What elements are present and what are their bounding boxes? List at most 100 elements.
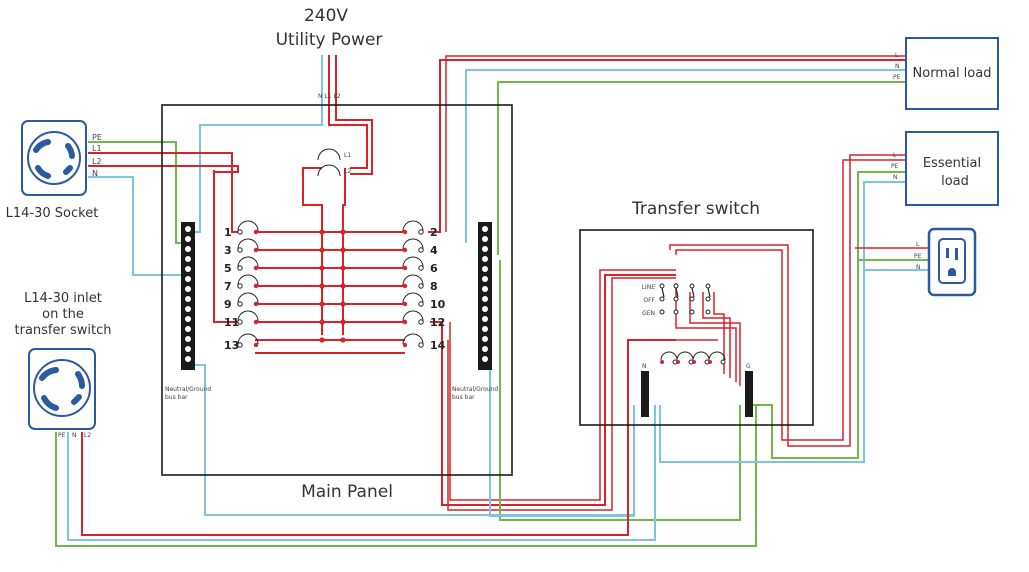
bus-hole (482, 236, 488, 242)
breaker-arc-right (402, 274, 424, 286)
ts-breakers (660, 351, 726, 365)
breaker-arc-left (237, 292, 259, 304)
ts-feed-b (449, 269, 676, 501)
main-breaker-l1: L1 (344, 152, 351, 159)
normal-pin-l: L (895, 52, 899, 59)
bus-hole (185, 306, 191, 312)
ts-int-3 (702, 292, 731, 378)
bus-hole (482, 346, 488, 352)
right-bus-label-1: Neutral/Ground (452, 386, 498, 393)
bus-hole (185, 316, 191, 322)
ess-n-wire (659, 181, 905, 463)
bus-hole (185, 276, 191, 282)
breaker-contact-right (418, 283, 424, 289)
socket-pin-l1: L1 (92, 144, 102, 153)
essential-load: Essential load L PE N (891, 131, 999, 206)
socket-pin-l2: L2 (92, 157, 102, 166)
essential-load-label-2: load (941, 174, 969, 189)
ts-ground-bar (745, 371, 753, 417)
normal-load-label: Normal load (913, 66, 992, 81)
breaker-number-right: 8 (430, 280, 438, 293)
inlet-pin-pe: PE (58, 432, 66, 439)
outlet-slot-right (955, 248, 958, 260)
inlet-slot-4 (71, 394, 82, 405)
bus-junction (319, 319, 325, 325)
bus-hole (482, 336, 488, 342)
ts-breaker-contact (692, 360, 696, 364)
bus-junction (340, 247, 346, 253)
bus-hole (482, 316, 488, 322)
outlet-ground-hole (948, 268, 956, 276)
ts-breaker-arc (692, 351, 710, 361)
breaker-contact-right (418, 342, 424, 348)
bus-junction (340, 283, 346, 289)
socket-l1-wire (88, 152, 238, 233)
ts-contact (673, 296, 679, 302)
ess-l-wire-b (669, 154, 905, 447)
ts-contact (689, 283, 695, 289)
breaker-contact-left (237, 265, 243, 271)
breaker-contact-right (418, 247, 424, 253)
inlet-label-3: transfer switch (15, 323, 112, 338)
ess-l-wire (675, 159, 905, 441)
socket-slot-4 (63, 165, 73, 175)
bus-junction (319, 283, 325, 289)
breaker-contact-right-hot (402, 229, 408, 235)
breaker-number-left: 11 (224, 316, 239, 329)
breaker-number-left: 3 (224, 244, 232, 257)
breaker-contact-left (237, 229, 243, 235)
ts-int-4 (713, 292, 725, 374)
breaker-contact-right-hot (402, 301, 408, 307)
breaker-number-right: 12 (430, 316, 445, 329)
bus-hole (185, 266, 191, 272)
right-bus-label-2: bus bar (452, 394, 475, 401)
socket-pe-wire (88, 141, 186, 244)
utility-label: Utility Power (276, 30, 383, 50)
breaker-arc-left (237, 274, 259, 286)
l14-30-inlet: L14-30 inlet on the transfer switch PE N… (15, 291, 112, 439)
breaker-number-right: 6 (430, 262, 438, 275)
bus-junction (319, 229, 325, 235)
ts-contact (689, 296, 695, 302)
main-breaker-arc-2 (317, 164, 341, 177)
breaker-arc-right (402, 310, 424, 322)
breaker-contact-right-hot (402, 283, 408, 289)
left-bus-label-2: bus bar (165, 394, 188, 401)
breaker-arc-left (237, 333, 259, 345)
l14-30-socket: PE L1 L2 N L14-30 Socket (6, 120, 102, 221)
bus-hole (185, 356, 191, 362)
breaker-number-left: 13 (224, 339, 239, 352)
inlet-face (33, 359, 91, 417)
main-breaker-arc-1 (317, 148, 341, 161)
outlet-slot-left (946, 248, 949, 258)
outlet-box (927, 227, 977, 297)
ts-contact (659, 283, 665, 289)
right-bus-holes (482, 226, 488, 362)
essential-load-label-1: Essential (923, 156, 981, 171)
socket-pin-pe: PE (92, 133, 102, 142)
ts-neutral-bar (641, 371, 649, 417)
breaker-contact-left (237, 319, 243, 325)
ts-bar-n-label: N (642, 363, 647, 370)
breaker-contact-left-hot (253, 319, 259, 325)
normal-load-box (905, 37, 999, 110)
socket-face (27, 131, 81, 185)
ts-int-2 (689, 292, 741, 386)
bus-junction (319, 337, 325, 343)
bus-junction (340, 301, 346, 307)
ts-pos-off: OFF (643, 297, 655, 304)
inlet-box (28, 348, 96, 430)
bus-junction (340, 229, 346, 235)
ts-feed-c (447, 277, 676, 511)
breaker-number-left: 1 (224, 226, 232, 239)
bus-junction (319, 247, 325, 253)
essential-pin-l: L (893, 152, 897, 159)
ts-contact (673, 309, 679, 315)
bus-hole (482, 296, 488, 302)
ts-contact (659, 309, 665, 315)
breaker-contact-right-hot (402, 319, 408, 325)
breaker-contact-left-hot (253, 283, 259, 289)
inlet-pe-wire (55, 405, 757, 547)
ts-breaker-arc (708, 351, 726, 361)
ts-contact (673, 283, 679, 289)
